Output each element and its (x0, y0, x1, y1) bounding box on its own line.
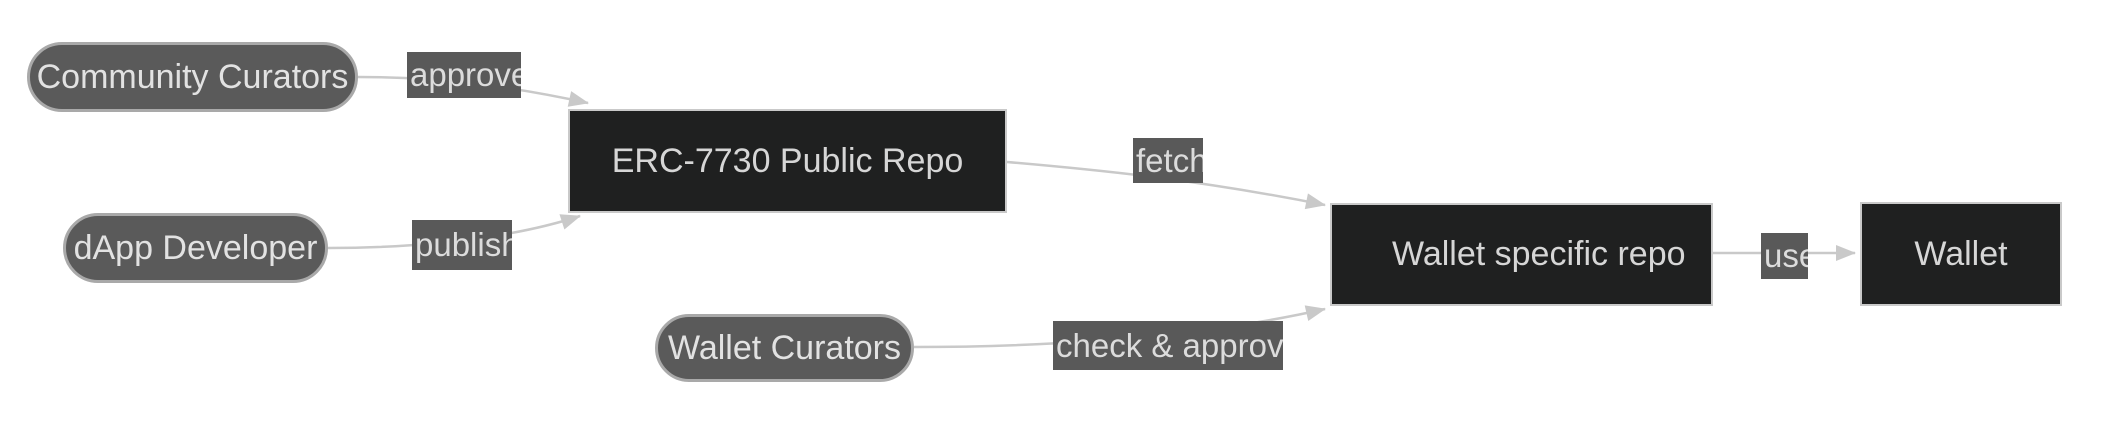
edge-label-text: publish (415, 226, 512, 263)
node-label: Wallet Curators (667, 328, 902, 367)
node-label: Wallet specific repo (1392, 235, 1686, 273)
edge-label-approve: approve (407, 52, 521, 98)
edge-label-use: use (1761, 233, 1808, 279)
node-label: Wallet (1914, 234, 2008, 273)
node-label: ERC-7730 Public Repo (611, 141, 964, 180)
edge-label-fetch: fetch (1133, 138, 1203, 183)
node-label: Community Curators (36, 57, 349, 96)
edge-label-text: check & approve (1056, 326, 1283, 364)
node-wallet: Wallet (1860, 202, 2062, 306)
node-erc7730-public-repo: ERC-7730 Public Repo (568, 109, 1007, 213)
edge-label-text: fetch (1136, 141, 1203, 179)
node-label: dApp Developer (73, 228, 318, 267)
node-dapp-developer: dApp Developer (63, 213, 328, 283)
node-wallet-curators: Wallet Curators (655, 314, 914, 382)
edge-label-text: approve (410, 56, 521, 93)
node-wallet-specific-repo: Wallet specific repo (1330, 203, 1713, 306)
node-community-curators: Community Curators (27, 42, 358, 112)
edge-label-text: use (1764, 237, 1808, 274)
edge-label-check-approve: check & approve (1053, 321, 1283, 370)
edge-label-publish: publish (412, 220, 512, 270)
